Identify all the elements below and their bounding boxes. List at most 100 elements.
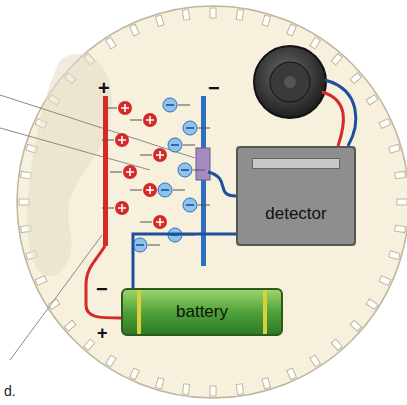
motion-arrow	[130, 190, 142, 191]
positive-ion	[123, 165, 137, 179]
polarity-sign: +	[98, 78, 110, 98]
motion-arrow	[148, 245, 160, 246]
motion-arrow	[140, 155, 152, 156]
terminal-sign: +	[97, 324, 108, 342]
leader-line	[10, 235, 102, 360]
vent-tick	[366, 95, 378, 105]
vent-tick	[236, 384, 243, 395]
node-label: detector	[265, 204, 326, 224]
motion-arrow	[102, 208, 114, 209]
vent-tick	[310, 355, 320, 367]
ion-sign	[126, 168, 134, 176]
vent-tick	[64, 320, 75, 331]
ion-sign	[186, 204, 194, 206]
motion-arrow	[140, 222, 152, 223]
negative-plate	[201, 96, 206, 266]
positive-ion	[115, 133, 129, 147]
vent-tick	[21, 171, 32, 178]
vent-tick	[84, 339, 95, 350]
vent-tick	[397, 199, 407, 205]
vent-tick	[155, 378, 164, 389]
motion-arrow	[183, 145, 195, 146]
ion-sign	[161, 189, 169, 191]
ion-sign	[166, 104, 174, 106]
display-strip	[252, 158, 340, 169]
ion-sign	[171, 144, 179, 146]
housing	[17, 6, 407, 398]
battery-band	[263, 290, 267, 334]
vent-tick	[19, 199, 29, 205]
positive-ion	[115, 201, 129, 215]
speaker-centre	[284, 76, 296, 88]
ghost-figure	[27, 54, 112, 276]
ion-sign	[146, 116, 154, 124]
ions	[102, 98, 210, 252]
speaker-cone	[270, 62, 310, 102]
ion-sign	[121, 104, 129, 112]
ion-sign	[156, 218, 164, 226]
ion-sign	[136, 244, 144, 246]
ion-sign	[118, 136, 126, 144]
vent-tick	[287, 368, 297, 380]
ion-sign	[118, 204, 126, 212]
motion-arrow	[198, 128, 210, 129]
negative-ion	[183, 198, 197, 212]
ion-sign	[146, 186, 154, 194]
speaker	[254, 46, 326, 118]
ion-sign	[186, 127, 194, 129]
vent-tick	[395, 171, 406, 178]
positive-ion	[143, 183, 157, 197]
vent-tick	[236, 10, 243, 21]
vent-tick	[310, 37, 320, 49]
vent-tick	[389, 144, 400, 153]
motion-arrow	[173, 190, 185, 191]
positive-ion	[153, 215, 167, 229]
motion-arrow	[178, 105, 190, 106]
leader-line	[0, 95, 195, 158]
negative-ion	[183, 121, 197, 135]
battery-band	[137, 290, 141, 334]
vent-tick	[350, 320, 361, 331]
vent-tick	[366, 299, 378, 309]
vent-tick	[379, 276, 391, 286]
caption-fragment: d.	[4, 384, 16, 398]
vent-tick	[379, 119, 391, 129]
vent-tick	[395, 225, 406, 232]
wire	[322, 92, 343, 146]
vent-tick	[182, 384, 189, 395]
detector-unit: detector	[236, 146, 356, 246]
vent-tick	[182, 10, 189, 21]
negative-ion	[168, 138, 182, 152]
negative-ion	[158, 183, 172, 197]
motion-arrow	[105, 108, 117, 109]
vent-tick	[287, 24, 297, 36]
positive-plate	[103, 96, 108, 246]
wire	[208, 172, 236, 196]
vent-tick	[331, 339, 342, 350]
negative-ion	[178, 163, 192, 177]
battery: battery	[121, 288, 283, 336]
vent-tick	[210, 8, 216, 18]
wire	[86, 246, 121, 318]
positive-ion	[143, 113, 157, 127]
positive-ion	[118, 101, 132, 115]
radioactive-source	[196, 148, 210, 180]
vent-tick	[106, 37, 116, 49]
ion-sign	[181, 169, 189, 171]
terminal-sign: −	[96, 279, 108, 299]
node-label: battery	[176, 302, 228, 322]
wire-connector	[133, 234, 236, 288]
vent-tick	[106, 355, 116, 367]
ion-sign	[156, 151, 164, 159]
motion-arrow	[193, 170, 205, 171]
positive-ion	[153, 148, 167, 162]
vent-tick	[130, 24, 140, 36]
negative-ion	[163, 98, 177, 112]
motion-arrow	[102, 140, 114, 141]
wire	[325, 80, 356, 146]
vent-tick	[350, 73, 361, 84]
vent-tick	[130, 368, 140, 380]
negative-ion	[133, 238, 147, 252]
motion-arrow	[130, 120, 142, 121]
vent-tick	[262, 378, 271, 389]
